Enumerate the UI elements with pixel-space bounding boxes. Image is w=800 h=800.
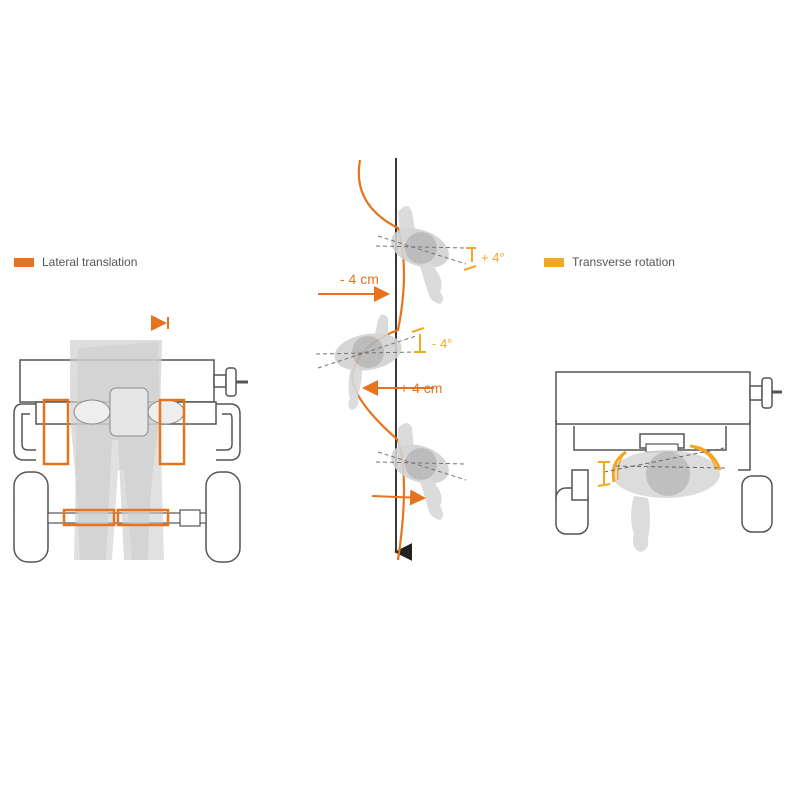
legend-transverse-label: Transverse rotation (572, 255, 675, 269)
side-adjust-knob (761, 377, 773, 409)
right-bracket (216, 403, 241, 461)
rotation-label-negative: - 4° (432, 336, 452, 351)
front-view-device (13, 315, 248, 563)
rotation-arc-right (689, 444, 722, 471)
legend-transverse: Transverse rotation (544, 255, 675, 269)
walker-figure-1 (375, 206, 467, 304)
walker-figure-3 (375, 423, 467, 520)
side-person-silhouette (612, 450, 720, 552)
legend-transverse-swatch (544, 257, 564, 267)
side-right-wheel (741, 475, 773, 533)
left-hip-slider-highlight (42, 398, 70, 466)
legend-lateral-swatch (14, 257, 34, 267)
left-bracket (13, 403, 36, 461)
left-wheel (13, 471, 49, 563)
right-wheel (205, 471, 241, 563)
left-rod-highlight (62, 508, 116, 527)
rotation-bracket (597, 461, 611, 487)
adjust-knob-stem (213, 374, 227, 388)
side-view-device (555, 371, 782, 552)
legend-lateral: Lateral translation (14, 255, 137, 269)
walker-figure-2 (315, 314, 417, 410)
right-rod-highlight (116, 508, 170, 527)
adjust-knob (225, 367, 237, 397)
translation-label-right: + 4 cm (400, 380, 442, 396)
rotation-label-positive: + 4° (481, 250, 505, 265)
legend-lateral-label: Lateral translation (42, 255, 138, 269)
rotation-indicator-negative: - 4° (411, 327, 452, 353)
translation-indicator (151, 315, 169, 331)
side-top-beam (555, 371, 751, 425)
pelvis-pad (109, 387, 149, 437)
translation-label-left: - 4 cm (340, 271, 379, 287)
gait-top-view: + 4° - 4 cm - 4° + 4 cm (315, 158, 505, 561)
right-hip-slider-highlight (158, 398, 186, 466)
rotation-indicator-positive: + 4° (463, 247, 505, 271)
